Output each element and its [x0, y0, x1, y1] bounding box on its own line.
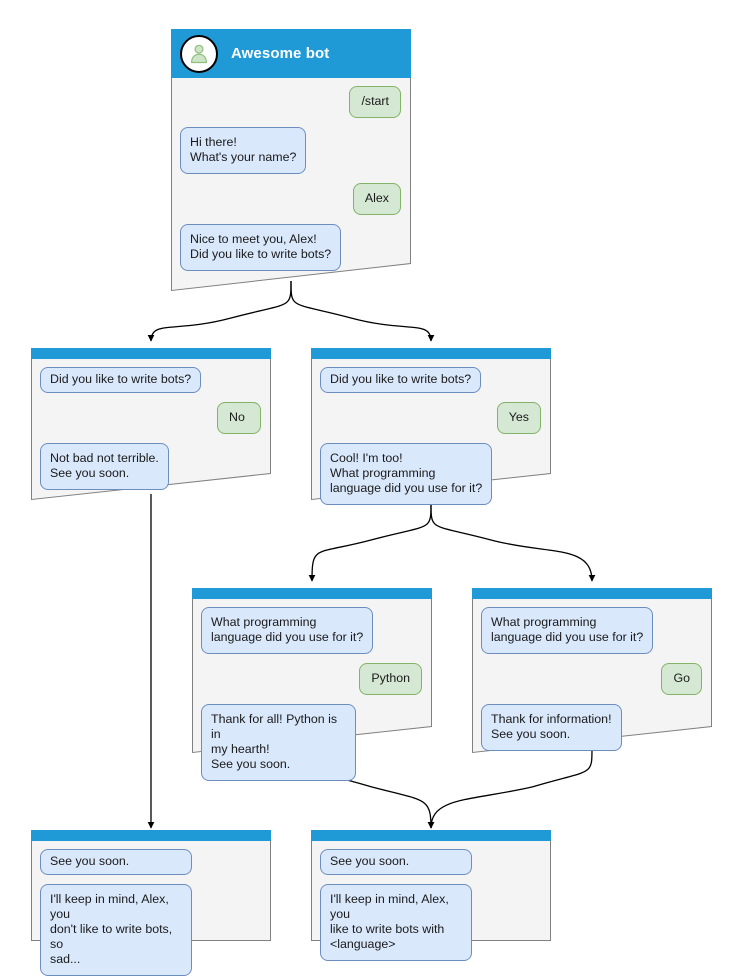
edge-yes-to-go [430, 502, 596, 582]
node-no-branch-chat: Did you like to write bots? No Not bad n… [31, 359, 271, 490]
message-bubble-bot: Did you like to write bots? [40, 367, 202, 393]
node-end-sad[interactable]: See you soon. I'll keep in mind, Alex, y… [31, 830, 271, 976]
node-end-happy-titlebar [311, 830, 551, 841]
node-root-chat: /start Hi there! What's your name? Alex … [171, 78, 411, 271]
node-end-happy[interactable]: See you soon. I'll keep in mind, Alex, y… [311, 830, 551, 961]
edge-go-to-end-happy [427, 747, 593, 829]
message-bubble-bot: See you soon. [40, 849, 192, 875]
message-bubble-bot: See you soon. [320, 849, 472, 875]
message-bubble-bot: What programming language did you use fo… [481, 607, 654, 654]
node-end-sad-chat: See you soon. I'll keep in mind, Alex, y… [31, 841, 271, 976]
message-bubble-bot: Cool! I'm too! What programming language… [320, 443, 493, 505]
node-go-branch-titlebar [472, 588, 712, 599]
node-yes-branch[interactable]: Did you like to write bots? Yes Cool! I'… [311, 348, 551, 505]
node-python-branch-chat: What programming language did you use fo… [192, 599, 432, 781]
message-bubble-user: No [217, 402, 261, 434]
message-bubble-bot: Did you like to write bots? [320, 367, 482, 393]
node-go-branch-chat: What programming language did you use fo… [472, 599, 712, 751]
node-end-sad-titlebar [31, 830, 271, 841]
node-root[interactable]: Awesome bot /start Hi there! What's your… [171, 29, 411, 291]
node-root-titlebar: Awesome bot [171, 29, 411, 78]
node-python-branch-titlebar [192, 588, 432, 599]
message-bubble-bot: Hi there! What's your name? [180, 127, 307, 174]
node-end-happy-chat: See you soon. I'll keep in mind, Alex, y… [311, 841, 551, 961]
node-no-branch[interactable]: Did you like to write bots? No Not bad n… [31, 348, 271, 500]
message-bubble-bot: I'll keep in mind, Alex, you don't like … [40, 884, 192, 976]
node-yes-branch-titlebar [311, 348, 551, 359]
message-bubble-user: Yes [496, 402, 541, 434]
node-root-title: Awesome bot [231, 45, 330, 62]
node-go-branch[interactable]: What programming language did you use fo… [472, 588, 712, 753]
message-bubble-bot: Thank for information! See you soon. [481, 704, 622, 751]
edge-yes-to-python [308, 502, 432, 582]
message-bubble-bot: What programming language did you use fo… [201, 607, 374, 654]
message-bubble-bot: I'll keep in mind, Alex, you like to wri… [320, 884, 472, 961]
message-bubble-bot: Thank for all! Python is in my hearth! S… [201, 704, 356, 781]
message-bubble-bot: Not bad not terrible. See you soon. [40, 443, 169, 490]
message-bubble-user: /start [349, 86, 401, 118]
node-python-branch[interactable]: What programming language did you use fo… [192, 588, 432, 781]
message-bubble-bot: Nice to meet you, Alex! Did you like to … [180, 224, 342, 271]
message-bubble-user: Python [359, 663, 422, 695]
message-bubble-user: Alex [352, 183, 401, 215]
node-no-branch-titlebar [31, 348, 271, 359]
node-yes-branch-chat: Did you like to write bots? Yes Cool! I'… [311, 359, 551, 505]
person-icon [180, 34, 218, 73]
message-bubble-user: Go [661, 663, 702, 695]
